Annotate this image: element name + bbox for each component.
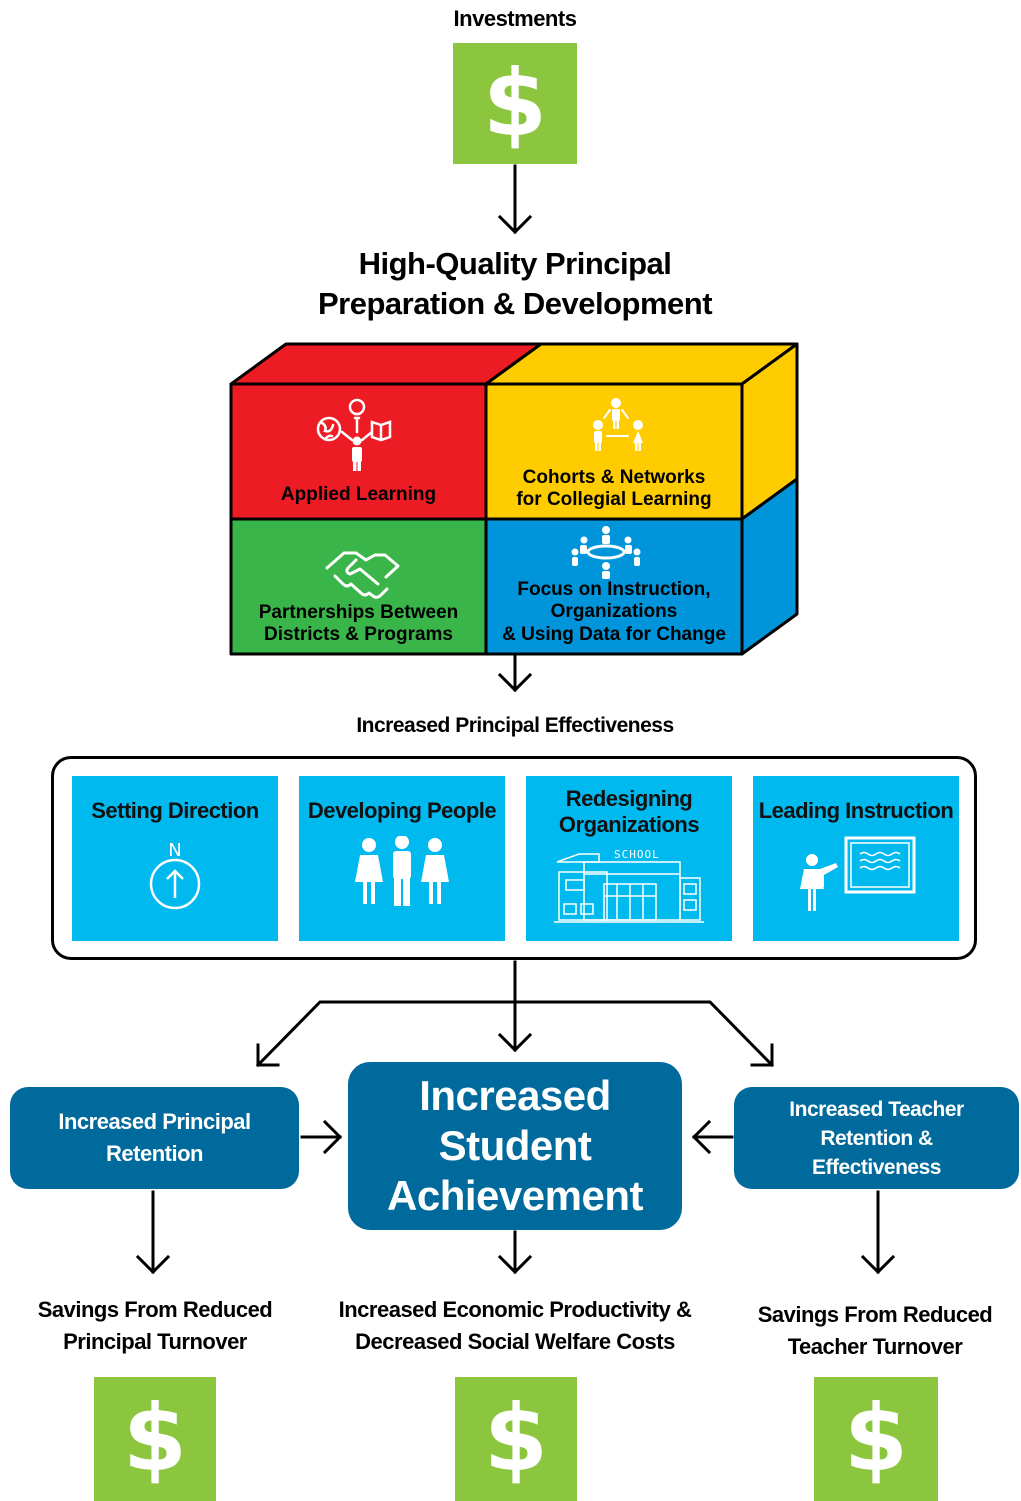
redesigning-organizations-label-line1: Redesigning bbox=[565, 786, 693, 811]
applied-learning-person-icon bbox=[352, 436, 362, 471]
svg-text:N: N bbox=[168, 840, 181, 861]
setting-direction-box: Setting Direction N bbox=[72, 776, 278, 941]
leading-instruction-label: Leading Instruction bbox=[758, 798, 954, 823]
economic-productivity-label-line1: Increased Economic Productivity & bbox=[338, 1297, 692, 1322]
teacher-savings-label-line1: Savings From Reduced bbox=[757, 1302, 993, 1327]
developing-people-label: Developing People bbox=[307, 798, 497, 823]
cohorts-network-icon bbox=[593, 398, 643, 451]
principal-retention-label-line2: Retention bbox=[106, 1141, 203, 1166]
investments-dollar-icon: $ bbox=[453, 43, 577, 164]
focus-instruction-label-line1: Focus on Instruction, bbox=[517, 579, 711, 600]
teacher-savings-label-line2: Teacher Turnover bbox=[787, 1334, 963, 1359]
partnerships-label-line1: Partnerships Between bbox=[258, 602, 459, 623]
student-achievement-label-line2: Student bbox=[438, 1122, 592, 1169]
economic-productivity-label-line2: Decreased Social Welfare Costs bbox=[355, 1329, 675, 1354]
meeting-table-icon bbox=[571, 526, 641, 579]
setting-direction-label: Setting Direction bbox=[91, 798, 259, 823]
effectiveness-title: Increased Principal Effectiveness bbox=[356, 714, 674, 737]
redesigning-organizations-label-line2: Organizations bbox=[558, 812, 700, 837]
handshake-icon bbox=[325, 551, 400, 599]
school-building-icon: SCHOOL bbox=[554, 848, 704, 923]
teacher-retention-label-line2: Retention & bbox=[820, 1126, 933, 1150]
focus-instruction-label-line3: & Using Data for Change bbox=[502, 624, 726, 645]
developing-people-box: Developing People bbox=[299, 776, 505, 941]
focus-instruction-label-line2: Organizations bbox=[550, 601, 678, 622]
principal-savings-label-line1: Savings From Reduced bbox=[37, 1297, 273, 1322]
student-achievement-label-line1: Increased bbox=[419, 1072, 611, 1119]
principal-savings-dollar-icon: $ bbox=[94, 1377, 216, 1501]
cohorts-networks-label-line1: Cohorts & Networks bbox=[522, 467, 706, 488]
people-group-icon bbox=[355, 836, 449, 906]
leading-instruction-box: Leading Instruction bbox=[753, 776, 959, 941]
student-achievement-label-line3: Achievement bbox=[387, 1172, 643, 1219]
principal-retention-label-line1: Increased Principal bbox=[58, 1109, 251, 1134]
effectiveness-frame bbox=[51, 756, 977, 960]
investments-label: Investments bbox=[453, 6, 577, 31]
teacher-board-icon bbox=[800, 836, 916, 911]
applied-learning-label: Applied Learning bbox=[280, 484, 437, 505]
preparation-title-line1: High-Quality Principal bbox=[358, 246, 672, 281]
principal-savings-label-line2: Principal Turnover bbox=[63, 1329, 247, 1354]
preparation-title-line2: Preparation & Development bbox=[317, 286, 713, 321]
svg-text:SCHOOL: SCHOOL bbox=[614, 848, 660, 861]
cohorts-networks-label-line2: for Collegial Learning bbox=[516, 489, 712, 510]
redesigning-organizations-box: Redesigning Organizations SCHOOL bbox=[526, 776, 732, 941]
partnerships-label-line2: Districts & Programs bbox=[263, 624, 453, 645]
economic-savings-dollar-icon: $ bbox=[455, 1377, 577, 1501]
teacher-retention-box: Increased Teacher Retention & Effectiven… bbox=[734, 1087, 1019, 1189]
compass-icon: N bbox=[149, 840, 201, 910]
teacher-savings-dollar-icon: $ bbox=[814, 1377, 938, 1501]
applied-learning-icon bbox=[316, 398, 392, 442]
teacher-retention-label-line1: Increased Teacher bbox=[789, 1097, 964, 1121]
principal-retention-box: Increased Principal Retention bbox=[10, 1087, 299, 1189]
student-achievement-box: Increased Student Achievement bbox=[348, 1062, 682, 1230]
teacher-retention-label-line3: Effectiveness bbox=[812, 1155, 941, 1179]
